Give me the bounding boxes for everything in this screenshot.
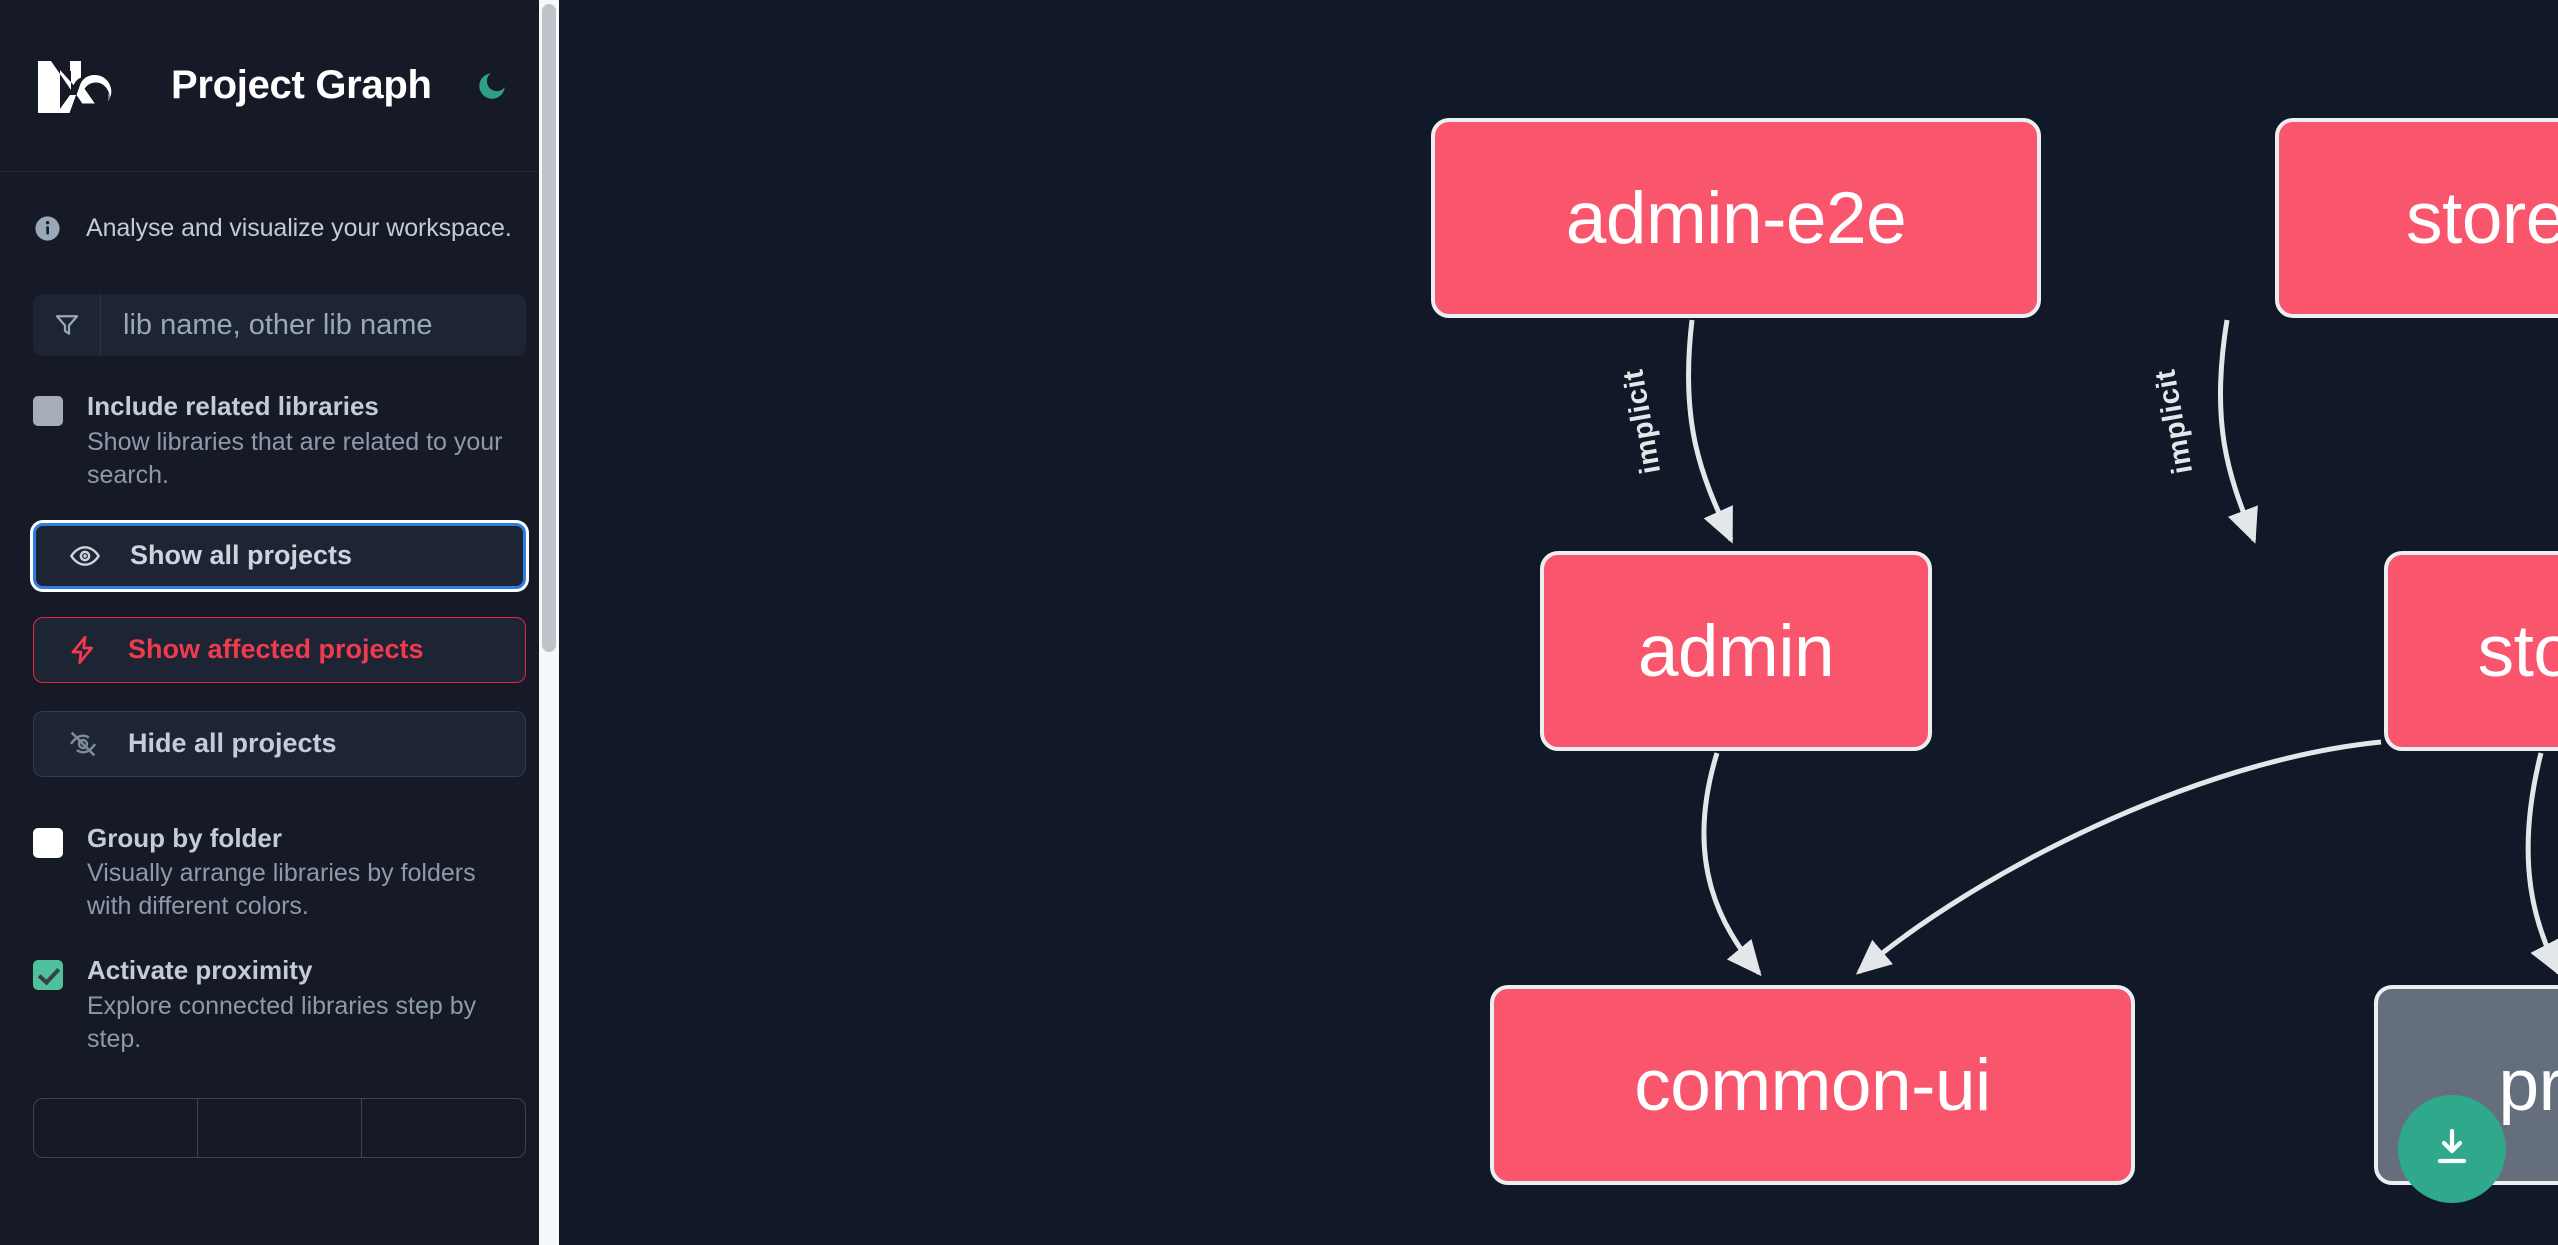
show-all-projects-button[interactable]: Show all projects bbox=[33, 522, 526, 589]
button-label: Show affected projects bbox=[128, 634, 424, 665]
checkbox-activate-proximity[interactable] bbox=[33, 960, 63, 991]
segment-0[interactable] bbox=[34, 1099, 198, 1158]
option-group-by-folder[interactable]: Group by folder Visually arrange librari… bbox=[33, 823, 526, 924]
search-input[interactable] bbox=[101, 294, 526, 356]
node-label: admin bbox=[1637, 610, 1835, 692]
option-label: Group by folder bbox=[87, 822, 282, 853]
checkbox-include-related-libraries[interactable] bbox=[33, 396, 63, 426]
download-icon bbox=[2428, 1123, 2476, 1176]
segmented-control[interactable] bbox=[33, 1098, 526, 1159]
segment-2[interactable] bbox=[362, 1099, 525, 1157]
eye-icon bbox=[66, 537, 104, 575]
node-label: products bbox=[2498, 1044, 2558, 1126]
info-banner: Analyse and visualize your workspace. bbox=[33, 214, 526, 243]
node-label: store bbox=[2477, 610, 2558, 692]
option-include-related-libraries[interactable]: Include related libraries Show libraries… bbox=[33, 391, 526, 492]
graph-node-store-e2e[interactable]: store-e2e bbox=[2275, 118, 2558, 318]
show-affected-projects-button[interactable]: Show affected projects bbox=[33, 616, 526, 683]
page-title: Project Graph bbox=[171, 63, 432, 107]
option-label: Include related libraries bbox=[87, 391, 379, 421]
sidebar-body: Analyse and visualize your workspace. In… bbox=[0, 214, 559, 1159]
nx-logo-icon bbox=[33, 55, 125, 117]
node-label: store-e2e bbox=[2406, 177, 2558, 259]
lightning-icon bbox=[64, 631, 102, 669]
graph-node-admin[interactable]: admin bbox=[1540, 551, 1932, 751]
graph-node-store[interactable]: store bbox=[2384, 551, 2558, 751]
info-circle-icon bbox=[33, 214, 62, 243]
sidebar: Project Graph Analyse and visualize your… bbox=[0, 0, 559, 1245]
moon-icon[interactable] bbox=[470, 64, 514, 108]
button-label: Show all projects bbox=[130, 540, 353, 571]
option-activate-proximity[interactable]: Activate proximity Explore connected lib… bbox=[33, 955, 526, 1056]
search-box[interactable] bbox=[33, 294, 526, 356]
option-description: Visually arrange libraries by folders wi… bbox=[87, 859, 476, 921]
hide-all-projects-button[interactable]: Hide all projects bbox=[33, 710, 526, 777]
filter-funnel-icon bbox=[33, 294, 101, 356]
eye-slash-icon bbox=[64, 725, 102, 763]
node-label: admin-e2e bbox=[1565, 177, 1907, 259]
sidebar-header: Project Graph bbox=[0, 0, 559, 172]
graph-node-admin-e2e[interactable]: admin-e2e bbox=[1431, 118, 2041, 318]
download-graph-button[interactable] bbox=[2398, 1095, 2506, 1203]
button-label: Hide all projects bbox=[128, 728, 337, 759]
graph-edges bbox=[1685, 319, 2558, 977]
graph-canvas[interactable]: admin-e2e store-e2e admin store common-u… bbox=[559, 0, 2558, 1245]
option-description: Show libraries that are related to your … bbox=[87, 427, 503, 489]
option-description: Explore connected libraries step by step… bbox=[87, 992, 477, 1054]
option-label: Activate proximity bbox=[87, 955, 313, 986]
graph-node-common-ui[interactable]: common-ui bbox=[1490, 985, 2135, 1185]
sidebar-scrollbar[interactable] bbox=[539, 0, 559, 1245]
checkbox-group-by-folder[interactable] bbox=[33, 827, 63, 858]
segment-1[interactable] bbox=[198, 1099, 362, 1158]
info-banner-text: Analyse and visualize your workspace. bbox=[86, 214, 512, 242]
sidebar-scrollbar-thumb[interactable] bbox=[542, 4, 556, 652]
node-label: common-ui bbox=[1634, 1044, 1991, 1126]
